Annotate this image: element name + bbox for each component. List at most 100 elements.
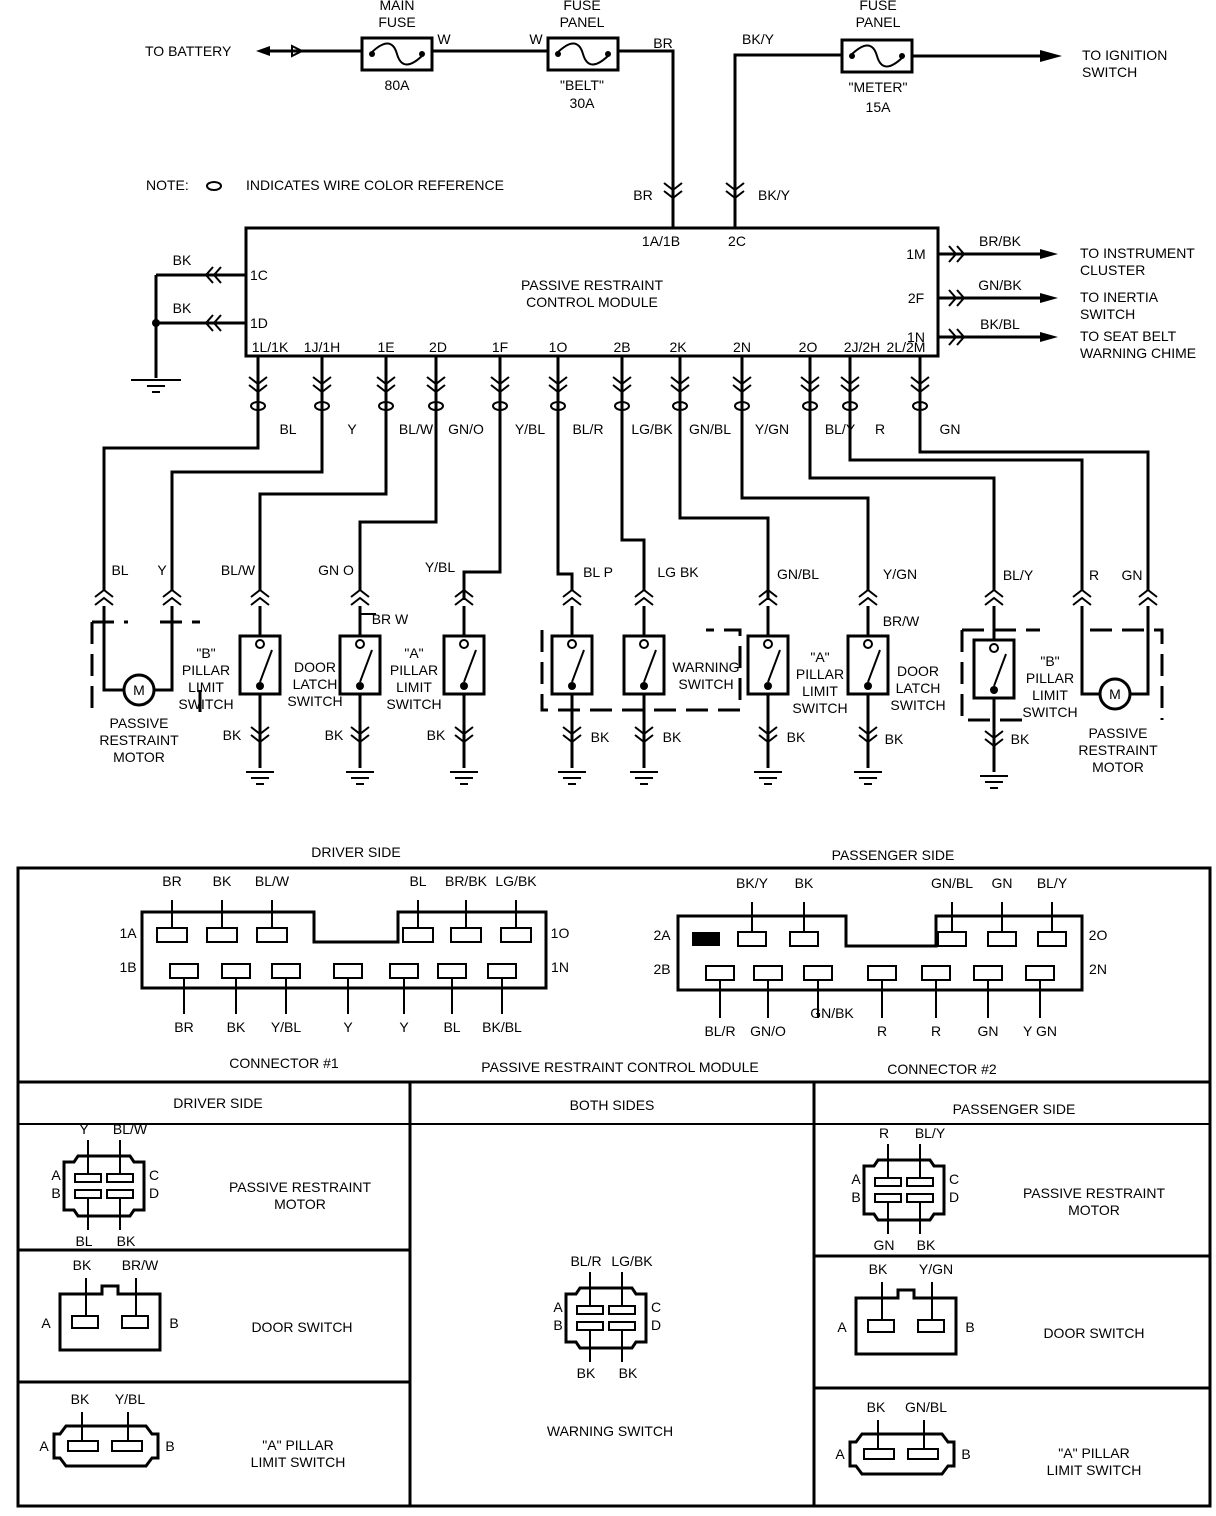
switch-contact — [640, 682, 648, 690]
connector-chevron-icon — [94, 588, 114, 606]
connector-side-label: PASSENGER SIDE — [832, 847, 955, 863]
connector-chevron-icon — [984, 588, 1004, 606]
connector-chevron-icon — [984, 730, 1004, 748]
pin-letter: B — [965, 1319, 974, 1335]
motor-symbol: M — [1109, 686, 1121, 702]
meter-fuse-name: "METER" — [849, 79, 908, 95]
main-fuse-rating: 80A — [385, 77, 411, 93]
view-header: DRIVER SIDE — [173, 1095, 262, 1111]
pin-label: 2B — [613, 339, 630, 355]
plug-wire-label: BK — [619, 1365, 638, 1381]
routed-wire — [678, 356, 770, 600]
connector-wire-label: Y — [343, 1019, 353, 1035]
connector-chevron-icon — [758, 726, 778, 744]
connector-wire-label: BK/Y — [736, 875, 769, 891]
wire-label: LG/BK — [631, 421, 673, 437]
connector-wire-label: BR — [174, 1019, 193, 1035]
pin-letter: D — [949, 1189, 959, 1205]
plug-wire-label: BK — [917, 1237, 936, 1253]
routed-wire — [556, 356, 574, 590]
row-label: 1B — [119, 959, 136, 975]
connector-wire-label: Y — [399, 1019, 409, 1035]
row-label: 1O — [551, 925, 570, 941]
ground-icon — [630, 771, 658, 785]
plug-wire-label: BK — [577, 1365, 596, 1381]
wire-label: Y/GN — [755, 421, 789, 437]
connector-chevron-icon — [454, 588, 474, 606]
routed-wire — [258, 356, 388, 590]
note-label: NOTE: — [146, 177, 189, 193]
fuse-terminal — [369, 51, 375, 57]
connector-wire-label: Y GN — [1023, 1023, 1057, 1039]
ground-icon — [854, 771, 882, 785]
component-wire-label: Y/BL — [425, 559, 456, 575]
connector-wire-label: BK — [795, 875, 814, 891]
pin-letter: A — [51, 1167, 61, 1183]
pin-label: 2F — [908, 290, 924, 306]
connector-chevron-icon — [663, 182, 683, 200]
component-wire-label: BL/Y — [1003, 567, 1034, 583]
switch-contact — [459, 639, 469, 649]
pin-label: 1F — [492, 339, 508, 355]
pin-letter: B — [961, 1446, 970, 1462]
fuse-terminal — [849, 53, 855, 59]
connector-chevron-icon — [204, 314, 222, 332]
switch-blade — [259, 649, 273, 683]
wire — [618, 49, 675, 228]
connector-side-label: DRIVER SIDE — [311, 844, 400, 860]
fuse-terminal — [899, 53, 905, 59]
pin-label: 2L/2M — [887, 339, 926, 355]
fuse-icon — [555, 42, 611, 66]
connector-chevron-icon — [1138, 588, 1158, 606]
routed-wire — [740, 356, 870, 590]
pin-letter: B — [165, 1438, 174, 1454]
switch-contact — [639, 639, 649, 649]
ground-label: BK — [591, 729, 610, 745]
routed-wire — [918, 356, 1150, 590]
connector-chevron-icon — [562, 726, 582, 744]
plug-body — [854, 1288, 958, 1356]
pin-label: 1O — [549, 339, 568, 355]
pin-label: 2O — [799, 339, 818, 355]
connector-wire-label: R — [877, 1023, 887, 1039]
fuse-icon — [849, 44, 905, 68]
plug-body — [62, 1154, 146, 1218]
plug-body — [58, 1284, 162, 1352]
connector-chevron-icon — [250, 588, 270, 606]
belt-fuse-rating: 30A — [570, 95, 596, 111]
wire-label: BL/R — [572, 421, 603, 437]
switch-blade — [643, 649, 657, 683]
connector-wire-label: BK/BL — [482, 1019, 522, 1035]
fuse-terminal — [605, 51, 611, 57]
routed-wire — [154, 606, 174, 692]
switch-blade — [571, 649, 585, 683]
connector-chevron-icon — [454, 726, 474, 744]
connector-wire-label: Y/BL — [271, 1019, 302, 1035]
arrow-right-icon — [1040, 332, 1058, 342]
connector-chevron-icon — [250, 726, 270, 744]
row-label: 2O — [1089, 927, 1108, 943]
component-wire-label: BR/W — [883, 613, 920, 629]
routed-wire — [462, 356, 502, 600]
connector-2-body — [676, 914, 1084, 992]
module-label: PASSIVE RESTRAINT CONTROL MODULE — [481, 1059, 758, 1075]
routed-wire — [620, 356, 646, 590]
wire-label: BR — [633, 187, 652, 203]
routed-wire — [102, 606, 124, 692]
plug-wire-label: BR/W — [122, 1257, 159, 1273]
pin-label: 2J/2H — [844, 339, 881, 355]
component-wire-label: BR W — [372, 611, 409, 627]
ground-label: BK — [223, 727, 242, 743]
component-wire-label: BL/W — [221, 562, 256, 578]
plug-wire-label: Y — [79, 1121, 89, 1137]
routed-wire — [358, 356, 438, 590]
belt-fuse-name: "BELT" — [560, 77, 604, 93]
pin-label: 1J/1H — [304, 339, 341, 355]
connector-chevron-icon — [350, 588, 370, 606]
